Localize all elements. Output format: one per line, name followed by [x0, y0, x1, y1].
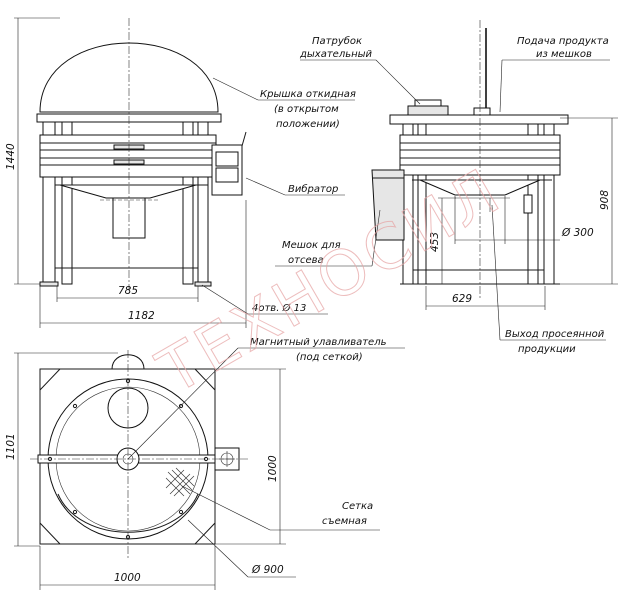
label-meshok-1: Мешок для: [282, 240, 341, 251]
dim-d300: Ø 300: [561, 227, 594, 239]
dim-1440: 1440: [5, 143, 17, 170]
label-vyhod-2: продукции: [518, 344, 576, 355]
waste-bag: [371, 169, 405, 241]
labels: Патрубок дыхательный Подача продукта из …: [250, 35, 609, 576]
dim-453: 453: [429, 232, 441, 252]
dim-1000-vertical: 1000: [267, 455, 279, 482]
label-patrubok-1: Патрубок: [312, 35, 362, 47]
label-setka-2: съемная: [322, 516, 367, 527]
label-meshok-2: отсева: [288, 255, 324, 266]
label-podacha-1: Подача продукта: [517, 36, 609, 47]
label-kryshka-3: положении): [276, 119, 340, 130]
label-magnit-1: Магнитный улавливатель: [250, 337, 387, 348]
label-magnit-2: (под сеткой): [296, 352, 363, 363]
front-view: 1440 785 1182: [5, 17, 355, 328]
label-setka-1: Сетка: [342, 501, 373, 512]
mesh-hatch: [165, 467, 195, 497]
dim-d900: Ø 900: [251, 564, 284, 576]
dim-785: 785: [118, 285, 138, 297]
dim-1182: 1182: [128, 310, 155, 322]
label-kryshka-2: (в открытом: [274, 104, 339, 115]
sieve-body: [39, 134, 217, 178]
label-otv: 4отв. Ø 13: [252, 302, 306, 314]
label-vyhod-1: Выход просеянной: [505, 329, 605, 340]
side-view: 908 453 Ø 300 629: [275, 20, 618, 341]
label-patrubok-2: дыхательный: [299, 49, 373, 60]
dim-1101: 1101: [5, 433, 17, 460]
top-view: 1101 1000 1000: [5, 347, 405, 590]
dim-908: 908: [599, 190, 611, 210]
dim-1000-horizontal: 1000: [114, 572, 141, 584]
label-vibrator: Вибратор: [288, 183, 338, 195]
label-podacha-2: из мешков: [536, 49, 592, 60]
leg-right-inner: [182, 121, 194, 285]
side-top-plate: [389, 114, 569, 125]
dim-629: 629: [452, 293, 472, 305]
label-kryshka-1: Крышка откидная: [260, 89, 356, 100]
hopper: [59, 184, 197, 199]
leg-left-inner: [61, 121, 73, 285]
bolt-holes: [47, 378, 209, 540]
